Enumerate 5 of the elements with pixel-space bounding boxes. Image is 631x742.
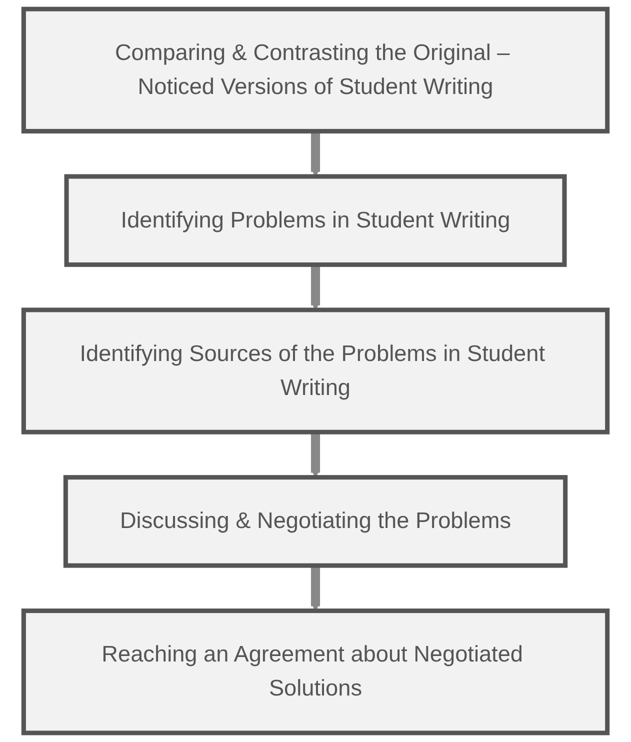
node-box: Comparing & Contrasting the Original – Noticed Versions of Student Writing — [21, 6, 610, 134]
node-box: Identifying Sources of the Problems in Student Writing — [21, 308, 610, 434]
node-box: Discussing & Negotiating the Problems — [63, 475, 568, 568]
node-box: Identifying Problems in Student Writing — [64, 174, 567, 267]
node-box: Reaching an Agreement about Negotiated Solutions — [21, 608, 610, 736]
